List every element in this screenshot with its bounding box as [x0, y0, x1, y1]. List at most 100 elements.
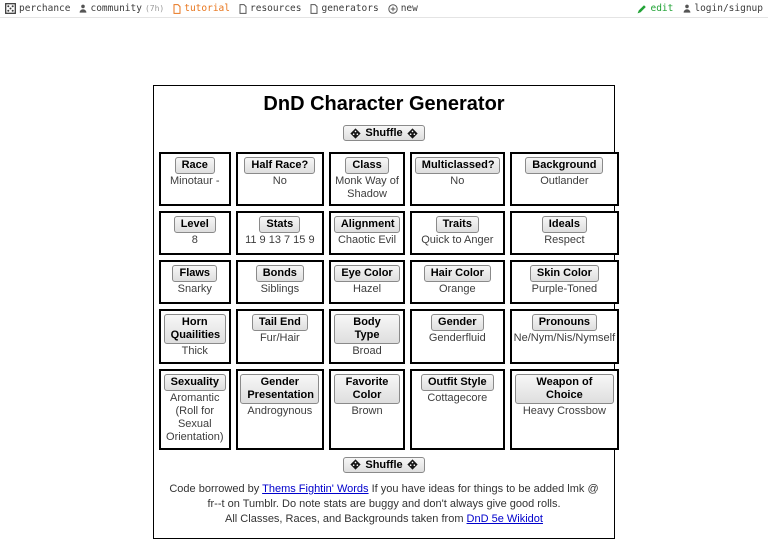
- shuffle-button-top[interactable]: Shuffle: [343, 125, 425, 141]
- dnd-5e-wikidot-link[interactable]: DnD 5e Wikidot: [466, 512, 543, 525]
- nav-resources[interactable]: resources: [239, 3, 301, 14]
- field-gender-presentation: Gender Presentation Androgynous: [235, 368, 325, 450]
- stats-value: 11 9 13 7 15 9: [245, 234, 315, 247]
- pronouns-button[interactable]: Pronouns: [531, 314, 598, 332]
- field-skin-color: Skin Color Purple-Toned: [509, 260, 620, 305]
- gender-presentation-button[interactable]: Gender Presentation: [240, 373, 320, 404]
- race-button[interactable]: Race: [174, 156, 215, 174]
- edit-label: edit: [650, 3, 674, 14]
- background-value: Outlander: [540, 174, 589, 187]
- login-signup-link[interactable]: login/signup: [683, 3, 763, 14]
- nav-community[interactable]: community (7h): [79, 3, 164, 14]
- character-grid: Race Minotaur - Half Race? No Class Monk…: [159, 151, 620, 450]
- field-stats: Stats 11 9 13 7 15 9: [235, 211, 325, 256]
- field-multiclassed: Multiclassed? No: [409, 151, 505, 207]
- eye-color-value: Hazel: [352, 283, 382, 296]
- body-type-value: Broad: [352, 345, 382, 358]
- gender-button[interactable]: Gender: [431, 314, 484, 332]
- field-pronouns: Pronouns Ne/Nym/Nis/Nymself: [509, 309, 620, 364]
- field-sexuality: Sexuality Aromantic (Roll for Sexual Ori…: [159, 368, 231, 450]
- footer-note: Code borrowed by Thems Fightin' Words If…: [164, 482, 604, 527]
- skin-color-button[interactable]: Skin Color: [529, 265, 599, 283]
- person-icon: [683, 4, 691, 13]
- field-half-race: Half Race? No: [235, 151, 325, 207]
- page-title: DnD Character Generator: [263, 93, 505, 115]
- tutorial-label: tutorial: [184, 3, 230, 14]
- field-outfit-style: Outfit Style Cottagecore: [409, 368, 505, 450]
- gender-value: Genderfluid: [428, 332, 486, 345]
- thems-fightin-words-link[interactable]: Thems Fightin' Words: [262, 483, 369, 496]
- field-horn-qualities: Horn Quailities Thick: [159, 309, 231, 364]
- community-count: (7h): [144, 4, 165, 13]
- traits-value: Quick to Anger: [421, 234, 494, 247]
- nav-generators[interactable]: generators: [310, 3, 379, 14]
- shuffle-button-bottom[interactable]: Shuffle: [343, 456, 425, 473]
- hair-color-button[interactable]: Hair Color: [423, 265, 491, 283]
- field-eye-color: Eye Color Hazel: [329, 260, 405, 305]
- traits-button[interactable]: Traits: [435, 216, 479, 234]
- level-value: 8: [191, 234, 198, 247]
- topbar-right: edit login/signup: [637, 3, 763, 14]
- nav-tutorial[interactable]: tutorial: [173, 3, 230, 14]
- perchance-logo-icon: [5, 3, 16, 14]
- eye-color-button[interactable]: Eye Color: [334, 265, 400, 283]
- field-race: Race Minotaur -: [159, 151, 231, 207]
- topbar: perchance community (7h) tutorial resour…: [0, 0, 768, 18]
- multiclassed-button[interactable]: Multiclassed?: [414, 156, 500, 174]
- field-tail-end: Tail End Fur/Hair: [235, 309, 325, 364]
- outfit-style-button[interactable]: Outfit Style: [420, 373, 494, 391]
- perchance-home-link[interactable]: perchance: [5, 3, 70, 14]
- ideals-button[interactable]: Ideals: [541, 216, 587, 234]
- pencil-icon: [637, 4, 647, 14]
- footer-text-3: All Classes, Races, and Backgrounds take…: [225, 512, 467, 525]
- edit-button[interactable]: edit: [637, 3, 673, 14]
- plus-circle-icon: [387, 3, 398, 14]
- dice-icon: [350, 127, 361, 139]
- field-level: Level 8: [159, 211, 231, 256]
- footer-source-line: All Classes, Races, and Backgrounds take…: [164, 512, 604, 527]
- field-favorite-color: Favorite Color Brown: [329, 368, 405, 450]
- horn-qualities-button[interactable]: Horn Quailities: [163, 314, 226, 345]
- footer-credits-line: Code borrowed by Thems Fightin' Words If…: [164, 482, 604, 512]
- dice-icon: [407, 459, 418, 470]
- shuffle-label: Shuffle: [365, 127, 403, 139]
- pronouns-value: Ne/Nym/Nis/Nymself: [513, 332, 616, 345]
- bonds-value: Siblings: [260, 283, 300, 296]
- weapon-of-choice-value: Heavy Crossbow: [522, 405, 606, 417]
- horn-qualities-value: Thick: [181, 345, 208, 358]
- sexuality-button[interactable]: Sexuality: [163, 373, 226, 391]
- hair-color-value: Orange: [438, 283, 476, 296]
- document-icon: [239, 3, 247, 14]
- alignment-button[interactable]: Alignment: [333, 216, 401, 234]
- field-class: Class Monk Way of Shadow: [329, 151, 405, 207]
- outfit-style-value: Cottagecore: [427, 391, 488, 404]
- login-label: login/signup: [694, 3, 763, 14]
- field-flaws: Flaws Snarky: [159, 260, 231, 305]
- footer-text-1: Code borrowed by: [169, 483, 263, 496]
- shuffle-label: Shuffle: [365, 458, 403, 471]
- tail-end-button[interactable]: Tail End: [251, 314, 308, 332]
- field-background: Background Outlander: [509, 151, 620, 207]
- field-bonds: Bonds Siblings: [235, 260, 325, 305]
- document-icon: [173, 3, 181, 14]
- gender-presentation-value: Androgynous: [247, 405, 313, 417]
- stats-button[interactable]: Stats: [259, 216, 301, 234]
- field-hair-color: Hair Color Orange: [409, 260, 505, 305]
- level-button[interactable]: Level: [173, 216, 216, 234]
- generators-label: generators: [321, 3, 379, 14]
- favorite-color-button[interactable]: Favorite Color: [333, 373, 401, 404]
- background-button[interactable]: Background: [525, 156, 604, 174]
- skin-color-value: Purple-Toned: [531, 283, 598, 296]
- weapon-of-choice-button[interactable]: Weapon of Choice: [514, 373, 615, 404]
- class-button[interactable]: Class: [345, 156, 389, 174]
- bonds-button[interactable]: Bonds: [255, 265, 304, 283]
- flaws-button[interactable]: Flaws: [172, 265, 218, 283]
- nav-new[interactable]: new: [387, 3, 418, 14]
- resources-label: resources: [250, 3, 302, 14]
- body-type-button[interactable]: Body Type: [333, 314, 401, 345]
- half-race-value: No: [272, 174, 287, 187]
- dice-icon: [350, 459, 361, 470]
- community-label: community: [90, 3, 142, 14]
- half-race-button[interactable]: Half Race?: [244, 156, 316, 174]
- favorite-color-value: Brown: [351, 405, 383, 417]
